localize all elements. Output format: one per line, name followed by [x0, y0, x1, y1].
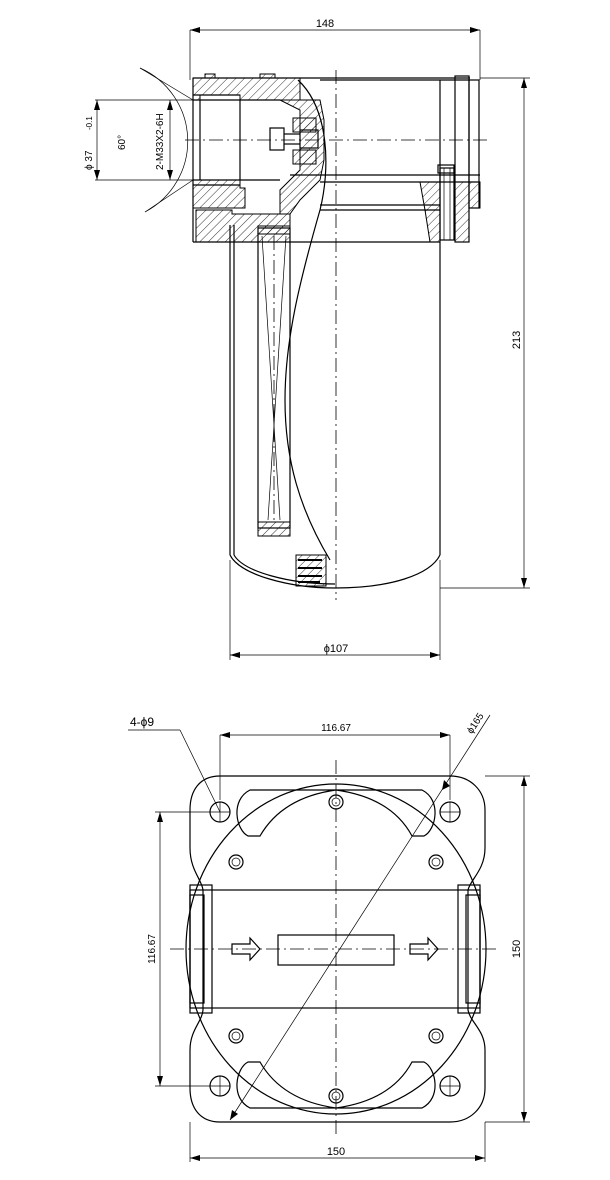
dimension-height-150: 150: [485, 775, 530, 1123]
flange-outline: [189, 775, 486, 1123]
dimension-hole-spacing-y: 116.67: [147, 811, 210, 1087]
dimension-label-spacing-y: 116.67: [147, 934, 158, 964]
filter-head: [192, 73, 481, 561]
flow-arrow-right: [409, 936, 439, 962]
dimension-label-bore-tol: -0.1: [85, 116, 94, 130]
dimension-diameter-107: ϕ107: [229, 560, 441, 660]
flow-arrow-left: [231, 936, 261, 962]
dimension-label-213: 213: [511, 331, 523, 349]
filter-bowl: [229, 225, 441, 589]
dimension-width-148: 148: [189, 18, 481, 80]
dimension-label-angle: 60°: [117, 135, 128, 150]
mounting-hole-tl: [209, 801, 231, 823]
dimension-label-thread: 2-M33X2-6H: [155, 113, 166, 170]
dimension-height-213: 213: [440, 77, 530, 589]
dimension-label-width-150: 150: [327, 1146, 345, 1158]
dimension-holes: 4-ϕ9: [128, 715, 221, 813]
dimension-label-pcd: ϕ165: [465, 711, 487, 736]
top-view: 4-ϕ9 116.67: [128, 711, 530, 1162]
dimension-label-height-150: 150: [511, 940, 523, 958]
dimension-label-spacing-x: 116.67: [321, 723, 351, 734]
mounting-hole-br: [439, 1075, 461, 1097]
dimension-hole-spacing-x: 116.67: [219, 723, 451, 800]
front-view: 148: [84, 18, 530, 660]
mounting-hole-tr: [439, 801, 461, 823]
dimension-pcd: ϕ165: [229, 711, 491, 1121]
mounting-hole-bl: [209, 1075, 231, 1097]
dimension-label-107: ϕ107: [324, 643, 349, 655]
dimension-label-148: 148: [316, 18, 334, 30]
port-annotation: ϕ 37 -0.1 2-M33X2-6H 60°: [84, 67, 194, 213]
dimension-width-150: 150: [189, 1122, 486, 1162]
dimension-label-bore: ϕ 37: [84, 150, 95, 170]
dimension-label-holes: 4-ϕ9: [130, 715, 154, 729]
